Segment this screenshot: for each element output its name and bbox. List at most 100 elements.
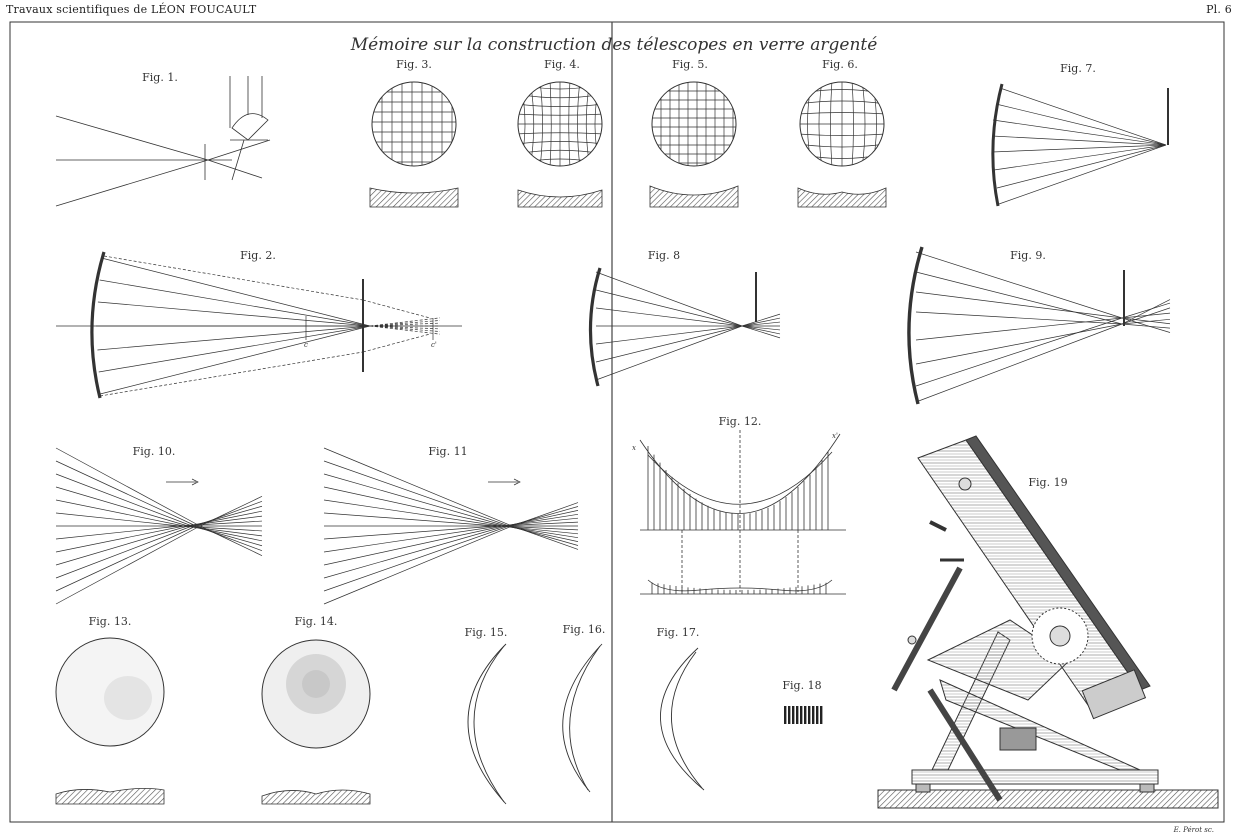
ray-line bbox=[55, 473, 193, 527]
ray-line bbox=[991, 135, 1167, 146]
ray-line bbox=[915, 323, 1123, 365]
figure-9: Fig. 9. bbox=[907, 246, 1171, 405]
ray-line bbox=[995, 103, 1167, 146]
grid-curve bbox=[861, 82, 866, 166]
figure-5-label: Fig. 5. bbox=[672, 58, 708, 71]
ray-line bbox=[993, 144, 1167, 171]
ray-line bbox=[199, 496, 263, 527]
figure-19-label: Fig. 19 bbox=[1028, 476, 1067, 489]
figure-6-label: Fig. 6. bbox=[822, 58, 858, 71]
ray-line bbox=[103, 255, 364, 301]
ray-line bbox=[98, 325, 371, 373]
ray-line bbox=[323, 473, 507, 527]
ray-line bbox=[323, 460, 510, 527]
ray-line bbox=[362, 299, 431, 319]
ray-line bbox=[362, 333, 431, 353]
ray-line bbox=[999, 87, 1167, 146]
ray-line bbox=[55, 525, 185, 553]
grating-bar bbox=[804, 706, 807, 724]
figure-3: Fig. 3. bbox=[369, 58, 459, 208]
fig2-mark-c-prime: c' bbox=[431, 341, 437, 349]
ray-line bbox=[55, 486, 189, 527]
ray-line bbox=[741, 313, 781, 327]
mirror-section-4 bbox=[517, 189, 603, 208]
ray-line bbox=[511, 502, 579, 527]
ray-line bbox=[369, 325, 441, 332]
fig2-mark-c: c bbox=[304, 341, 308, 349]
ray-line bbox=[55, 525, 181, 540]
grating-bar bbox=[812, 706, 815, 724]
ray-line bbox=[1121, 317, 1171, 325]
plate-title: Mémoire sur la construction des télescop… bbox=[350, 35, 878, 55]
grid-curve bbox=[800, 133, 884, 136]
ray-line bbox=[1121, 299, 1171, 325]
ray-line bbox=[369, 320, 441, 327]
ray-line bbox=[55, 499, 185, 527]
ray-line bbox=[1121, 323, 1171, 329]
grating-bar bbox=[788, 706, 791, 724]
figure-10: Fig. 10. bbox=[55, 445, 263, 605]
ray-line bbox=[369, 322, 441, 327]
ray-line bbox=[915, 317, 1123, 341]
ray-line bbox=[741, 325, 781, 331]
figure-12: Fig. 12. x x' bbox=[632, 415, 846, 595]
ray-line bbox=[97, 325, 371, 351]
ray-line bbox=[323, 525, 513, 605]
ray-line bbox=[992, 119, 1167, 146]
figure-10-label: Fig. 10. bbox=[133, 445, 176, 458]
ray-line bbox=[323, 525, 510, 592]
ray-line bbox=[55, 525, 197, 592]
figure-8-label: Fig. 8 bbox=[648, 249, 680, 262]
ray-line bbox=[996, 144, 1167, 189]
ground-base bbox=[877, 789, 1219, 809]
ray-line bbox=[915, 291, 1123, 319]
ray-line bbox=[499, 525, 579, 535]
figure-18: Fig. 18 bbox=[782, 679, 823, 724]
ray-line bbox=[187, 525, 263, 542]
ray-line bbox=[99, 325, 371, 395]
figure-13: Fig. 13. bbox=[55, 615, 165, 805]
ray-line bbox=[998, 144, 1167, 205]
figure-3-label: Fig. 3. bbox=[396, 58, 432, 71]
figure-1-label: Fig. 1. bbox=[142, 71, 178, 84]
grating-bar bbox=[808, 706, 811, 724]
grating-bar bbox=[796, 706, 799, 724]
figure-16: Fig. 16. bbox=[562, 623, 606, 793]
ray-line bbox=[323, 525, 507, 579]
grating-bar bbox=[816, 706, 819, 724]
figure-19-telescope: Fig. 19 bbox=[877, 435, 1219, 809]
ray-line bbox=[915, 271, 1123, 325]
mirror-section-5 bbox=[649, 185, 739, 208]
ray-line bbox=[915, 251, 1123, 319]
ray-line bbox=[55, 525, 189, 566]
ray-line bbox=[369, 317, 441, 327]
mirror-section-3 bbox=[369, 187, 459, 208]
ray-line bbox=[1121, 318, 1171, 325]
mirror-section-6 bbox=[797, 187, 887, 208]
ray-line bbox=[369, 325, 441, 330]
figure-15-label: Fig. 15. bbox=[465, 626, 508, 639]
figure-5: Fig. 5. bbox=[649, 58, 739, 208]
ray-line bbox=[1121, 317, 1171, 333]
ray-line bbox=[323, 486, 504, 527]
figure-4: Fig. 4. bbox=[517, 58, 603, 208]
figure-17-label: Fig. 17. bbox=[657, 626, 700, 639]
header-title: Travaux scientifiques de LÉON FOUCAULT bbox=[6, 3, 257, 16]
figure-14: Fig. 14. bbox=[261, 615, 371, 805]
ray-line bbox=[97, 301, 371, 327]
ray-line bbox=[595, 325, 743, 381]
fig12-mark-x-prime: x' bbox=[832, 432, 838, 440]
plate-number: Pl. 6 bbox=[1206, 3, 1232, 16]
ray-line bbox=[323, 499, 501, 527]
ray-line bbox=[502, 525, 579, 539]
figure-11: Fig. 11 bbox=[323, 445, 579, 605]
figure-7: Fig. 7. bbox=[991, 62, 1169, 207]
ray-line bbox=[55, 525, 193, 579]
ray-line bbox=[595, 325, 743, 345]
figure-16-label: Fig. 16. bbox=[563, 623, 606, 636]
ray-line bbox=[595, 271, 743, 327]
ray-line bbox=[1121, 302, 1171, 319]
grating-bar bbox=[792, 706, 795, 724]
ray-line bbox=[991, 144, 1167, 153]
figure-6: Fig. 6. bbox=[797, 58, 887, 208]
